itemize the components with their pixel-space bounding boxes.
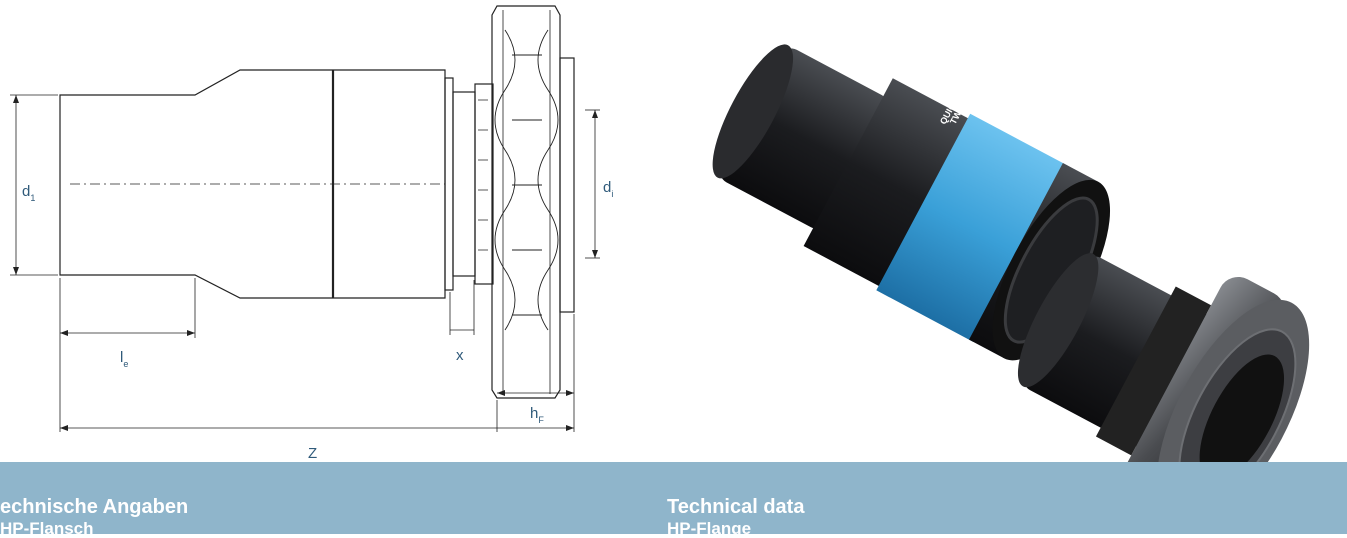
technical-drawing: d1 di le x hF Z bbox=[10, 5, 613, 462]
dim-le: le bbox=[120, 349, 128, 369]
subtitle-de: HP-Flansch bbox=[0, 519, 94, 538]
dim-di: di bbox=[603, 179, 613, 199]
coupler bbox=[712, 44, 1111, 361]
flange bbox=[491, 5, 561, 399]
dim-z: Z bbox=[308, 445, 317, 462]
subtitle-en: HP-Flange bbox=[667, 519, 752, 538]
dim-x: x bbox=[456, 347, 464, 364]
title-de: echnische Angaben bbox=[0, 496, 189, 518]
product-photo: QUICK TWIST bbox=[712, 44, 1310, 527]
dim-d1: d1 bbox=[22, 183, 35, 203]
title-banner: echnische Angaben HP-Flansch Technical d… bbox=[0, 462, 1347, 538]
dim-hf: hF bbox=[530, 405, 544, 425]
pipe-spigot bbox=[59, 69, 446, 299]
title-en: Technical data bbox=[667, 496, 805, 518]
nut bbox=[452, 91, 476, 277]
step-ring bbox=[444, 77, 454, 291]
